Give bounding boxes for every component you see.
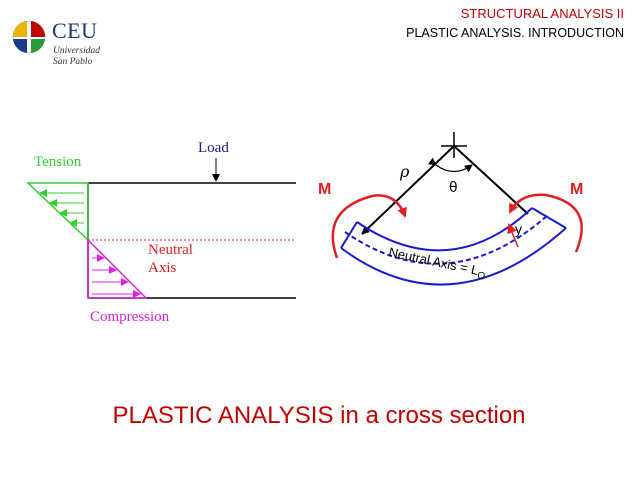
course-title: STRUCTURAL ANALYSIS II xyxy=(460,6,624,21)
y-label: y xyxy=(515,221,522,237)
ceu-logo: CEU Universidad San Pablo xyxy=(12,12,122,72)
compression-label: Compression xyxy=(90,309,170,325)
curved-beam-diagram: θ ρ Neutral Axis = LO y M M xyxy=(318,132,583,286)
ceu-emblem-icon xyxy=(12,20,46,54)
theta-arc xyxy=(427,157,473,173)
beam-right-end xyxy=(531,207,567,229)
neutral-axis-label-1: Neutral xyxy=(148,242,193,258)
slide-caption: PLASTIC ANALYSIS in a cross section xyxy=(112,402,526,429)
radius-left xyxy=(361,145,455,235)
moment-label-right: M xyxy=(570,181,583,198)
rho-label: ρ xyxy=(399,162,410,181)
plastic-analysis-diagram: Load Tension Compression Neutral Axis θ … xyxy=(26,132,583,325)
neutral-axis-label-2: Axis xyxy=(148,260,177,276)
beam-section-diagram: Load Tension Compression Neutral Axis xyxy=(26,140,296,325)
logo-line-1: Universidad xyxy=(53,46,100,56)
logo-name: CEU xyxy=(52,18,98,43)
logo-line-2: San Pablo xyxy=(53,57,93,67)
beam-outer-edge xyxy=(340,227,567,286)
moment-label-left: M xyxy=(318,181,331,198)
theta-label: θ xyxy=(449,180,458,196)
tension-stress-block xyxy=(26,182,89,242)
moment-arc-left xyxy=(331,194,407,259)
load-label: Load xyxy=(198,140,229,156)
y-arrow xyxy=(507,223,519,248)
compression-stress-block xyxy=(87,238,148,299)
tension-label: Tension xyxy=(34,154,82,170)
topic-title: PLASTIC ANALYSIS. INTRODUCTION xyxy=(406,26,624,40)
moment-arc-right xyxy=(508,193,583,253)
